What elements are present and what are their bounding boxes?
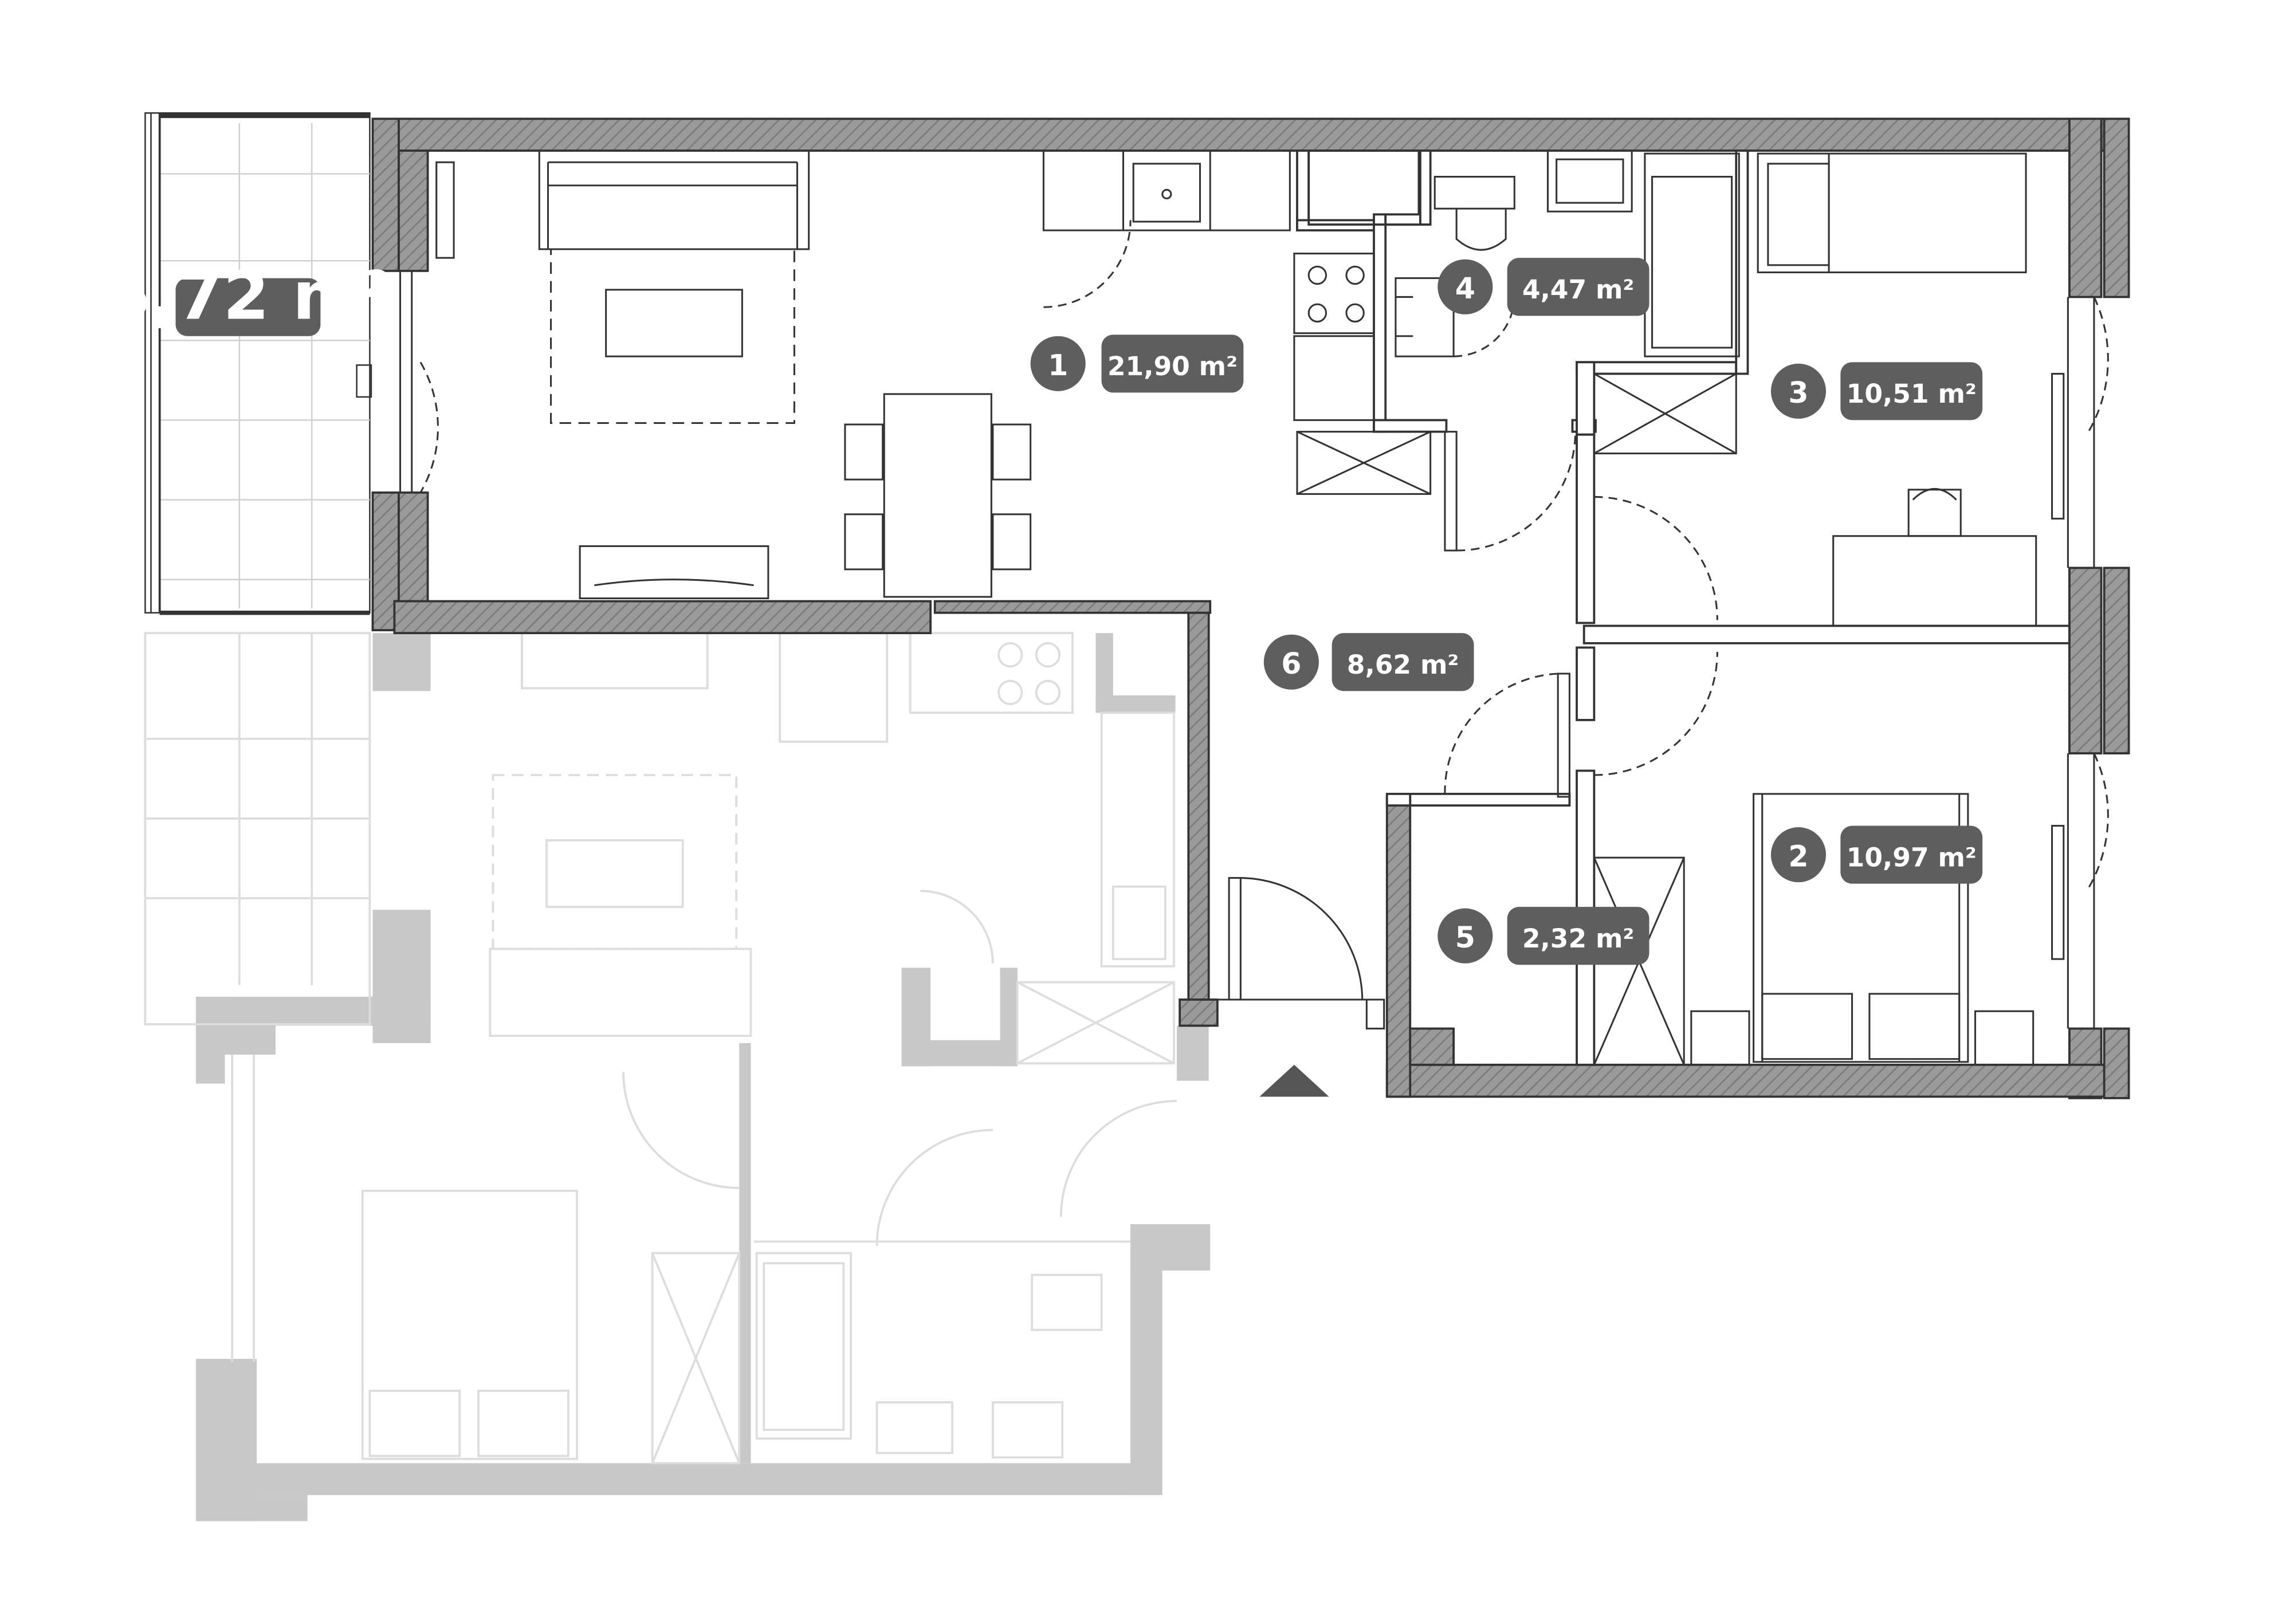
room-5-number: 5	[1455, 921, 1475, 954]
room-6-area: 8,62 m²	[1347, 650, 1459, 680]
balcony-area: 5,72 m²	[105, 257, 391, 335]
entrance-triangle-icon	[1259, 1064, 1329, 1097]
room-5-area: 2,32 m²	[1522, 923, 1635, 954]
balcony	[144, 112, 372, 615]
walls	[371, 117, 2130, 1099]
balcony-tag: 5,72 m²	[105, 257, 391, 336]
room-4-furniture	[1395, 150, 1740, 455]
room-3-tag: 3 10,51 m²	[1770, 362, 1983, 420]
neighbour-lines	[144, 632, 1177, 1465]
room-4-tag: 4 4,47 m²	[1438, 258, 1649, 316]
room-2-tag: 2 10,97 m²	[1770, 825, 1983, 884]
neighbour-unit	[195, 633, 1211, 1521]
room-3-furniture	[1594, 152, 2109, 627]
room-4-number: 4	[1455, 272, 1475, 305]
hall-doors	[1217, 431, 1577, 1030]
room-5-tag: 5 2,32 m²	[1438, 907, 1649, 965]
room-1-area: 21,90 m²	[1107, 351, 1238, 382]
partitions	[1296, 150, 2071, 1066]
room-6-tag: 6 8,62 m²	[1263, 633, 1474, 691]
room-1-tag: 1 21,90 m²	[1030, 335, 1244, 393]
room-2-number: 2	[1788, 839, 1808, 873]
room-6-number: 6	[1281, 647, 1301, 681]
room-1-furniture	[399, 150, 1432, 599]
room-3-number: 3	[1788, 376, 1808, 410]
room-4-area: 4,47 m²	[1522, 274, 1635, 305]
room-1-number: 1	[1048, 348, 1068, 382]
room-2-area: 10,97 m²	[1847, 842, 1977, 872]
room-3-area: 10,51 m²	[1847, 379, 1977, 409]
